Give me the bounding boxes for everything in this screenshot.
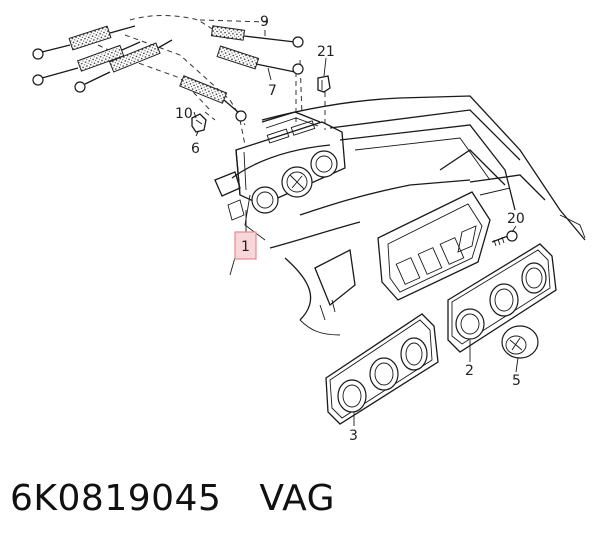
callout-20[interactable]: 20: [507, 211, 525, 227]
callout-6[interactable]: 6: [191, 141, 200, 157]
cable-10: [179, 75, 247, 122]
highlight-part-1[interactable]: [234, 231, 257, 260]
callout-2[interactable]: 2: [465, 363, 474, 379]
cable-set-left: [32, 25, 173, 93]
footer-caption: 6K0819045 VAG: [10, 478, 335, 519]
dashboard-outline: [229, 95, 586, 336]
control-knob-right: [310, 150, 338, 178]
callout-1[interactable]: 1: [241, 239, 250, 255]
callouts: 1 2 3 5 6 7 9 10 20 21: [175, 14, 525, 444]
leader-lines: [193, 30, 519, 426]
cable-end-2: [32, 74, 44, 86]
trim-panel-3: [325, 313, 439, 425]
clip-21: [317, 75, 331, 93]
vent-frame: [377, 191, 491, 301]
callout-3[interactable]: 3: [349, 428, 358, 444]
control-knob-left: [251, 186, 279, 214]
callout-10[interactable]: 10: [175, 106, 193, 122]
callout-21[interactable]: 21: [317, 44, 335, 60]
rotary-knob-5: [501, 325, 539, 359]
brand-name: VAG: [259, 478, 336, 519]
clip-6: [191, 113, 207, 133]
callout-7[interactable]: 7: [268, 83, 277, 99]
cable-9: [210, 25, 304, 48]
climate-control-unit: [214, 111, 346, 221]
trim-panel-2: [447, 243, 557, 353]
callout-9[interactable]: 9: [260, 14, 269, 30]
cable-7: [216, 45, 304, 75]
cable-end-1: [32, 48, 44, 60]
cable-end-3: [74, 81, 86, 93]
callout-5[interactable]: 5: [512, 373, 521, 389]
screw-20: [491, 230, 518, 247]
part-number: 6K0819045: [10, 478, 222, 519]
